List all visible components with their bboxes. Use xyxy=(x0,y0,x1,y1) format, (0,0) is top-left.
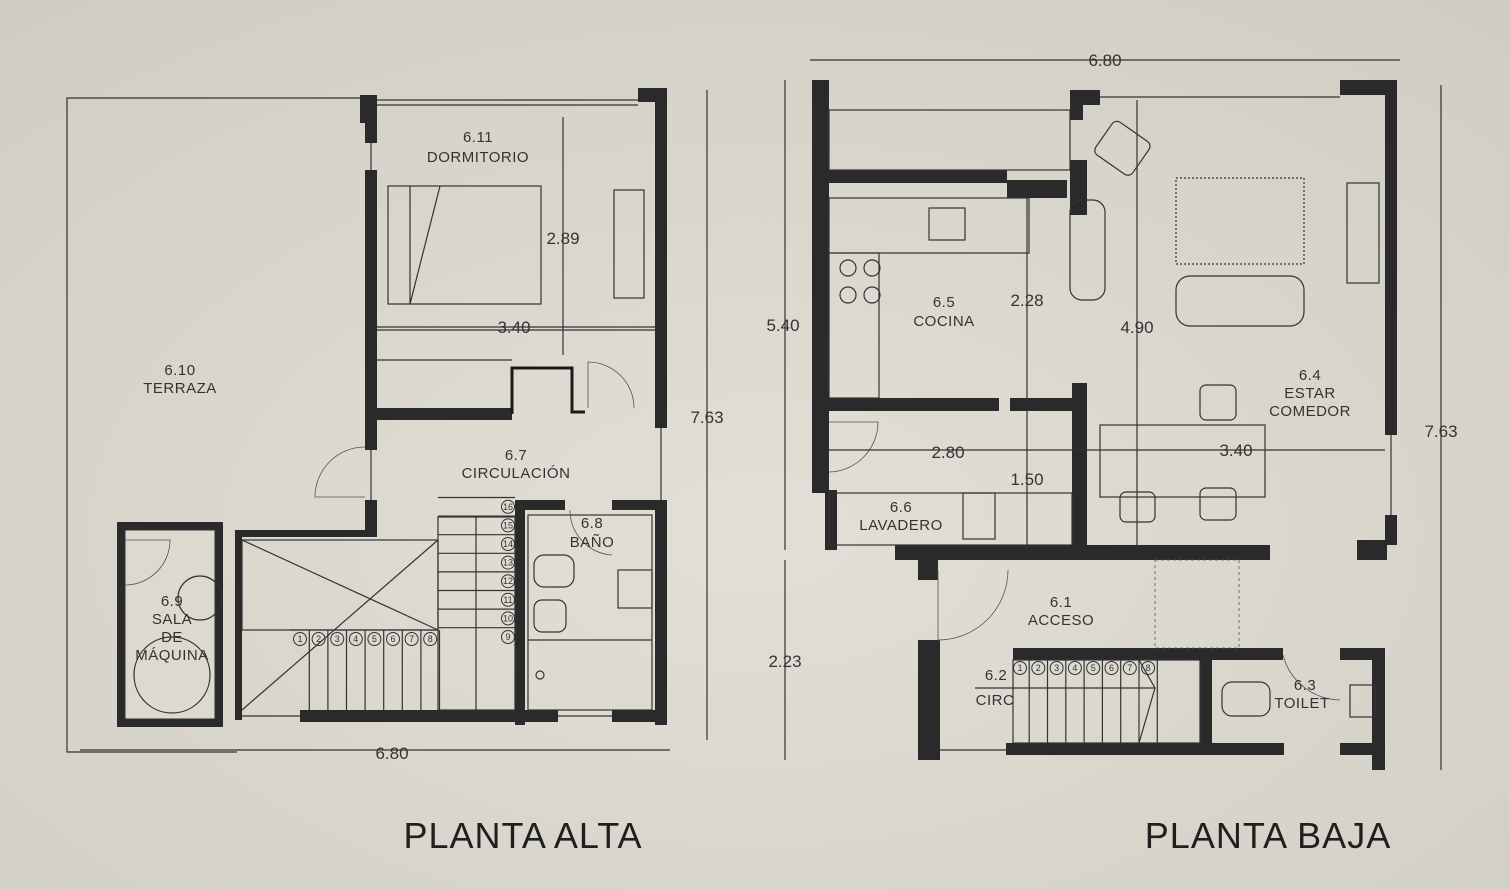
stair-step-marker: 1 xyxy=(1013,661,1027,675)
stair-step-marker: 8 xyxy=(423,632,438,646)
dim-dorm-width: 3.40 xyxy=(497,318,530,337)
stair-step-number: 7 xyxy=(409,634,414,644)
stair-step-number: 6 xyxy=(390,634,395,644)
stair-step-number: 10 xyxy=(503,613,513,623)
dim-cocina-width: 2.80 xyxy=(931,443,964,462)
room-name-terraza: TERRAZA xyxy=(143,380,217,397)
room-name-maquina: MÁQUINA xyxy=(135,647,209,664)
stair-step-marker: 1 xyxy=(293,632,307,646)
stair-step-marker: 6 xyxy=(386,632,400,646)
room-code-circulacion: 6.7 xyxy=(505,447,527,464)
stair-step-marker: 15 xyxy=(501,518,515,533)
room-code-acceso: 6.1 xyxy=(1050,594,1072,611)
stair-step-marker: 11 xyxy=(501,592,515,607)
planta-alta-labels: 6.11 DORMITORIO 2.89 3.40 6.10 TERRAZA 7… xyxy=(135,129,723,856)
stair-step-number: 3 xyxy=(335,634,340,644)
room-name-sala: SALA xyxy=(152,611,192,628)
room-code-toilet: 6.3 xyxy=(1294,677,1316,694)
stair-step-marker: 13 xyxy=(501,555,515,570)
room-code-lavadero: 6.6 xyxy=(890,499,912,516)
stair-step-marker: 3 xyxy=(1049,661,1064,675)
stair-step-marker: 4 xyxy=(1067,661,1082,675)
room-name-bano: BAÑO xyxy=(570,534,615,551)
stair-step-marker: 9 xyxy=(501,630,515,644)
room-name-comedor: COMEDOR xyxy=(1269,403,1351,420)
stair-step-number: 12 xyxy=(503,576,513,586)
stair-step-number: 8 xyxy=(1146,663,1151,673)
dim-estar-width: 3.40 xyxy=(1219,441,1252,460)
room-name-de: DE xyxy=(161,629,183,646)
stair-step-number: 11 xyxy=(503,595,512,605)
stair-step-number: 16 xyxy=(503,502,513,512)
stair-step-marker: 5 xyxy=(1086,661,1101,675)
stair-step-number: 2 xyxy=(1036,663,1041,673)
stair-step-number: 1 xyxy=(297,634,302,644)
dim-right-height: 7.63 xyxy=(1424,422,1457,441)
stair-step-marker: 2 xyxy=(1031,661,1046,675)
room-name-dormitorio: DORMITORIO xyxy=(427,149,529,166)
dim-total-height-alta: 7.63 xyxy=(690,408,723,427)
stair-step-number: 8 xyxy=(428,634,433,644)
title-planta-baja: PLANTA BAJA xyxy=(1145,815,1391,856)
stair-step-number: 1 xyxy=(1017,663,1022,673)
stair-step-marker: 14 xyxy=(501,537,515,551)
room-name-acceso: ACCESO xyxy=(1028,612,1094,629)
stair-step-number: 4 xyxy=(1072,663,1077,673)
stair-step-number: 13 xyxy=(503,558,513,568)
stair-step-marker: 7 xyxy=(404,632,419,646)
stair-step-marker: 4 xyxy=(348,632,363,646)
planta-baja-plan xyxy=(784,59,1442,770)
dim-top-width: 6.80 xyxy=(1088,51,1121,70)
stair-step-number: 3 xyxy=(1054,663,1059,673)
dim-estar-height: 4.90 xyxy=(1120,318,1153,337)
room-code-cocina: 6.5 xyxy=(933,294,955,311)
stair-step-marker: 10 xyxy=(501,611,515,626)
stair-step-marker: 6 xyxy=(1104,661,1119,675)
stair-step-marker: 16 xyxy=(501,499,515,514)
dim-lavadero-height: 1.50 xyxy=(1010,470,1043,489)
stair-step-marker: 7 xyxy=(1122,661,1137,675)
room-code-estar: 6.4 xyxy=(1299,367,1321,384)
title-planta-alta: PLANTA ALTA xyxy=(403,815,642,856)
dim-cocina-height: 2.28 xyxy=(1010,291,1043,310)
room-code-circ: 6.2 xyxy=(985,667,1007,684)
stair-step-number: 5 xyxy=(1091,663,1096,673)
room-code-dormitorio: 6.11 xyxy=(463,129,493,146)
dim-total-width-alta: 6.80 xyxy=(375,744,408,763)
stair-step-number: 7 xyxy=(1127,663,1132,673)
dim-acceso-height: 2.23 xyxy=(768,652,801,671)
planta-baja-labels: 6.80 5.40 6.5 COCINA 2.28 4.90 6.4 ESTAR… xyxy=(766,51,1457,856)
room-code-bano: 6.8 xyxy=(581,515,603,532)
room-code-terraza: 6.10 xyxy=(164,362,195,379)
stair-step-marker: 5 xyxy=(367,632,382,646)
stair-step-number: 2 xyxy=(316,634,321,644)
room-name-circulacion: CIRCULACIÓN xyxy=(462,465,571,482)
room-name-toilet: TOILET xyxy=(1274,695,1329,712)
stair-step-number: 14 xyxy=(503,539,513,549)
stair-step-marker: 2 xyxy=(311,632,326,646)
room-name-circ: CIRC xyxy=(976,692,1015,709)
stair-step-marker: 3 xyxy=(330,632,345,646)
stair-step-number: 6 xyxy=(1109,663,1114,673)
stair-step-number: 9 xyxy=(505,632,510,642)
stair-step-number: 4 xyxy=(353,634,358,644)
dim-dorm-height: 2.89 xyxy=(546,229,579,248)
stair-step-marker: 8 xyxy=(1141,661,1156,675)
stair-step-marker: 12 xyxy=(501,574,515,589)
stair-step-number: 15 xyxy=(503,520,513,530)
planta-alta-plan xyxy=(66,88,708,753)
room-name-cocina: COCINA xyxy=(913,313,974,330)
stair-step-number: 5 xyxy=(372,634,377,644)
dim-left-height: 5.40 xyxy=(766,316,799,335)
room-name-lavadero: LAVADERO xyxy=(859,517,942,534)
room-name-estar: ESTAR xyxy=(1284,385,1335,402)
room-code-sala-maquina: 6.9 xyxy=(161,593,183,610)
